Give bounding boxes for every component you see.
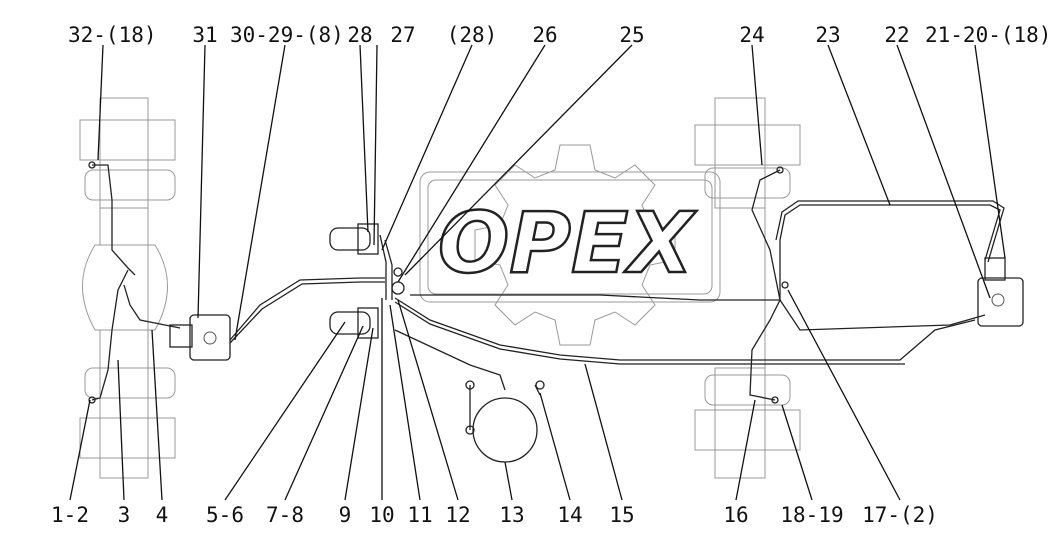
callout-31: 31 xyxy=(192,23,217,47)
brake-chamber-lower xyxy=(329,311,371,335)
front-axle xyxy=(79,97,176,479)
air-tank xyxy=(472,397,538,463)
callout-1: 1-2 xyxy=(51,503,89,527)
brake-chamber-upper xyxy=(329,227,371,251)
brake-pipes xyxy=(91,164,1005,430)
callout-18: 18-19 xyxy=(780,503,843,527)
callout-12: 12 xyxy=(445,503,470,527)
callout-16: 16 xyxy=(723,503,748,527)
callout-13: 13 xyxy=(499,503,524,527)
components xyxy=(88,161,1024,463)
callout-22: 22 xyxy=(884,23,909,47)
callout-28-ref: (28) xyxy=(447,23,498,47)
watermark-logo: OPEX xyxy=(438,194,697,292)
callout-23: 23 xyxy=(815,23,840,47)
watermark-gear xyxy=(419,144,721,346)
callout-28: 28 xyxy=(347,23,372,47)
relay-valve-left xyxy=(189,314,231,361)
callout-25: 25 xyxy=(619,23,644,47)
callout-15: 15 xyxy=(609,503,634,527)
callout-5: 5-6 xyxy=(206,503,244,527)
callout-17: 17-(2) xyxy=(862,503,938,527)
leader-lines xyxy=(69,44,1006,501)
callout-27: 27 xyxy=(390,23,415,47)
callout-7: 7-8 xyxy=(266,503,304,527)
callout-30: 30-29-(8) xyxy=(230,23,344,47)
callout-32: 32-(18) xyxy=(68,23,157,47)
callout-11: 11 xyxy=(407,503,432,527)
callout-14: 14 xyxy=(557,503,582,527)
callout-labels: 32-(18) 31 30-29-(8) 28 27 (28) 26 25 24… xyxy=(51,23,1051,527)
callout-26: 26 xyxy=(532,23,557,47)
callout-21: 21-20-(18) xyxy=(925,23,1051,47)
callout-24: 24 xyxy=(739,23,764,47)
callout-10: 10 xyxy=(369,503,394,527)
relay-valve-right xyxy=(977,277,1024,327)
callout-9: 9 xyxy=(339,503,352,527)
callout-4: 4 xyxy=(156,503,169,527)
callout-3: 3 xyxy=(118,503,131,527)
